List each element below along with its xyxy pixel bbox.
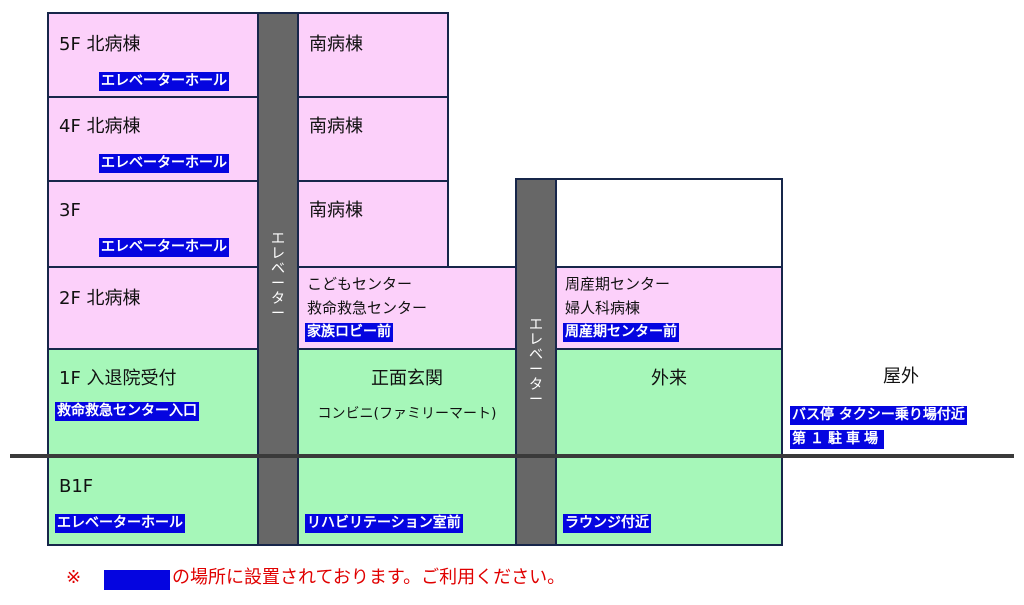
elevator-shaft-left-label: エ レ ベ ー タ ー — [271, 231, 285, 322]
floor-1f-label: 1F 入退院受付 — [59, 368, 177, 389]
south-ward-3f: 南病棟 — [297, 180, 449, 268]
floor-b1f-elevator-hall-tag: エレベーターホール — [55, 514, 185, 533]
emergency-center-label: 救命救急センター — [307, 299, 428, 317]
east-b1f: ラウンジ付近 — [555, 456, 783, 546]
main-entrance-label: 正面玄関 — [371, 368, 443, 389]
south-ward-4f-label: 南病棟 — [309, 116, 363, 137]
east-3f — [555, 178, 783, 268]
floor-3f-label: 3F — [59, 200, 81, 221]
floor-5f-north: 5F 北病棟 エレベーターホール — [47, 12, 259, 98]
emergency-entrance-tag: 救命救急センター入口 — [55, 402, 199, 421]
floor-4f-elevator-hall-tag: エレベーターホール — [99, 154, 229, 173]
convenience-store-label: コンビニ(ファミリーマート) — [317, 406, 497, 422]
floor-4f-north: 4F 北病棟 エレベーターホール — [47, 96, 259, 182]
floor-b1f-north: B1F エレベーターホール — [47, 456, 259, 546]
childrens-center-label: こどもセンター — [307, 275, 413, 293]
note-text: の場所に設置されております。ご利用ください。 — [172, 567, 566, 588]
floor-b1f-label: B1F — [59, 476, 94, 497]
perinatal-center-label: 周産期センター — [565, 275, 671, 293]
south-ward-5f-label: 南病棟 — [309, 34, 363, 55]
floor-5f-label: 5F 北病棟 — [59, 34, 141, 55]
floor-3f-elevator-hall-tag: エレベーターホール — [99, 238, 229, 257]
floor-1f-north: 1F 入退院受付 救命救急センター入口 — [47, 348, 259, 456]
floor-4f-label: 4F 北病棟 — [59, 116, 141, 137]
south-ward-4f: 南病棟 — [297, 96, 449, 182]
center-1f: 正面玄関 コンビニ(ファミリーマート) — [297, 348, 517, 456]
rehabilitation-room-tag: リハビリテーション室前 — [305, 514, 463, 533]
floor-2f-label: 2F 北病棟 — [59, 288, 141, 309]
elevator-shaft-left: エ レ ベ ー タ ー — [257, 12, 299, 546]
elevator-shaft-right-label: エ レ ベ ー タ ー — [529, 317, 543, 408]
parking-1-tag: 第１駐車場 — [790, 430, 884, 449]
highlight-legend-swatch — [104, 570, 170, 590]
south-ward-3f-label: 南病棟 — [309, 200, 363, 221]
floor-2f-north: 2F 北病棟 — [47, 266, 259, 350]
perinatal-center-front-tag: 周産期センター前 — [563, 323, 679, 342]
floor-5f-elevator-hall-tag: エレベーターホール — [99, 72, 229, 91]
floor-3f-north: 3F エレベーターホール — [47, 180, 259, 268]
lounge-tag: ラウンジ付近 — [563, 514, 651, 533]
bus-taxi-stop-tag: バス停 タクシー乗り場付近 — [790, 406, 967, 425]
outdoor-label: 屋外 — [883, 366, 919, 387]
elevator-shaft-right: エ レ ベ ー タ ー — [515, 178, 557, 546]
gynecology-ward-label: 婦人科病棟 — [565, 299, 641, 317]
family-lobby-tag: 家族ロビー前 — [305, 323, 393, 342]
south-ward-5f: 南病棟 — [297, 12, 449, 98]
east-2f: 周産期センター 婦人科病棟 周産期センター前 — [555, 266, 783, 350]
center-2f: こどもセンター 救命救急センター 家族ロビー前 — [297, 266, 517, 350]
east-1f: 外来 — [555, 348, 783, 456]
note-mark: ※ — [66, 567, 82, 588]
outpatient-label: 外来 — [651, 368, 687, 389]
center-b1f: リハビリテーション室前 — [297, 456, 517, 546]
ground-line — [10, 454, 1014, 458]
